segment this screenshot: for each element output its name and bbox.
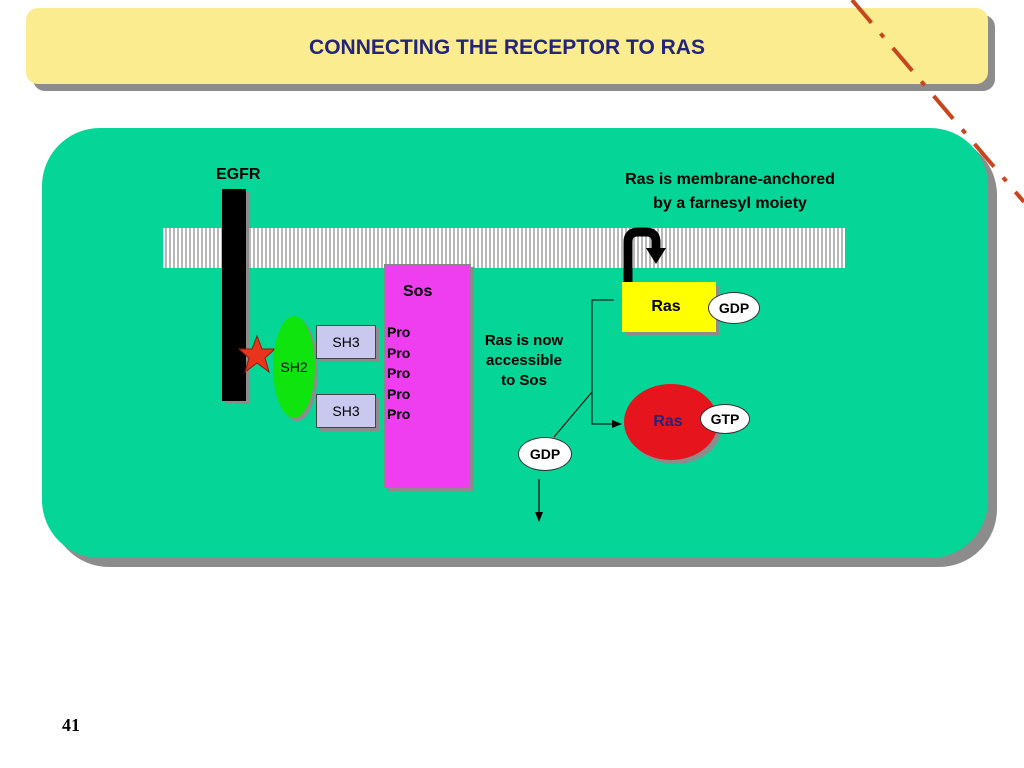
gtp-bound-label: GTP xyxy=(710,411,740,427)
sh2-label: SH2 xyxy=(280,359,308,375)
sh3-bottom-label: SH3 xyxy=(332,403,360,419)
egfr-receptor xyxy=(222,189,246,401)
sh2-domain: SH2 xyxy=(273,316,315,418)
accessible-annotation: Ras is now accessible to Sos xyxy=(484,332,564,389)
sh3-top-label: SH3 xyxy=(332,334,360,350)
phosphate-star-icon xyxy=(238,334,276,374)
title-banner xyxy=(26,8,988,84)
dashed-diagonal-line xyxy=(850,0,1024,204)
pro-item: Pro xyxy=(387,344,411,361)
egfr-label: EGFR xyxy=(216,166,261,183)
pro-list: Pro Pro Pro Pro Pro xyxy=(387,322,410,425)
ras-inactive: Ras xyxy=(622,282,716,332)
sh3-domain-top: SH3 xyxy=(316,325,376,359)
gdp-released-badge: GDP xyxy=(518,437,572,471)
cell-membrane xyxy=(163,228,845,268)
pro-item: Pro xyxy=(387,406,411,422)
pro-item: Pro xyxy=(387,365,411,381)
gdp-bound-badge: GDP xyxy=(708,292,760,324)
ras-active-label: Ras xyxy=(653,413,683,430)
anchor-annotation: Ras is membrane-anchored by a farnesyl m… xyxy=(625,171,835,212)
diagram-panel xyxy=(42,128,988,558)
page-number: 41 xyxy=(62,715,80,735)
gtp-bound-badge: GTP xyxy=(700,404,750,434)
sh3-domain-bottom: SH3 xyxy=(316,394,376,428)
sos-label: Sos xyxy=(403,283,433,300)
gdp-released-label: GDP xyxy=(529,446,561,462)
pro-item: Pro xyxy=(387,324,411,340)
sos-protein xyxy=(384,264,471,488)
pro-item: Pro xyxy=(387,385,411,402)
exchange-arrows xyxy=(535,299,622,522)
ras-inactive-label: Ras xyxy=(651,298,681,315)
gdp-bound-label: GDP xyxy=(718,300,750,316)
page-title: CONNECTING THE RECEPTOR TO RAS xyxy=(309,36,705,59)
farnesyl-anchor-icon xyxy=(623,227,666,284)
